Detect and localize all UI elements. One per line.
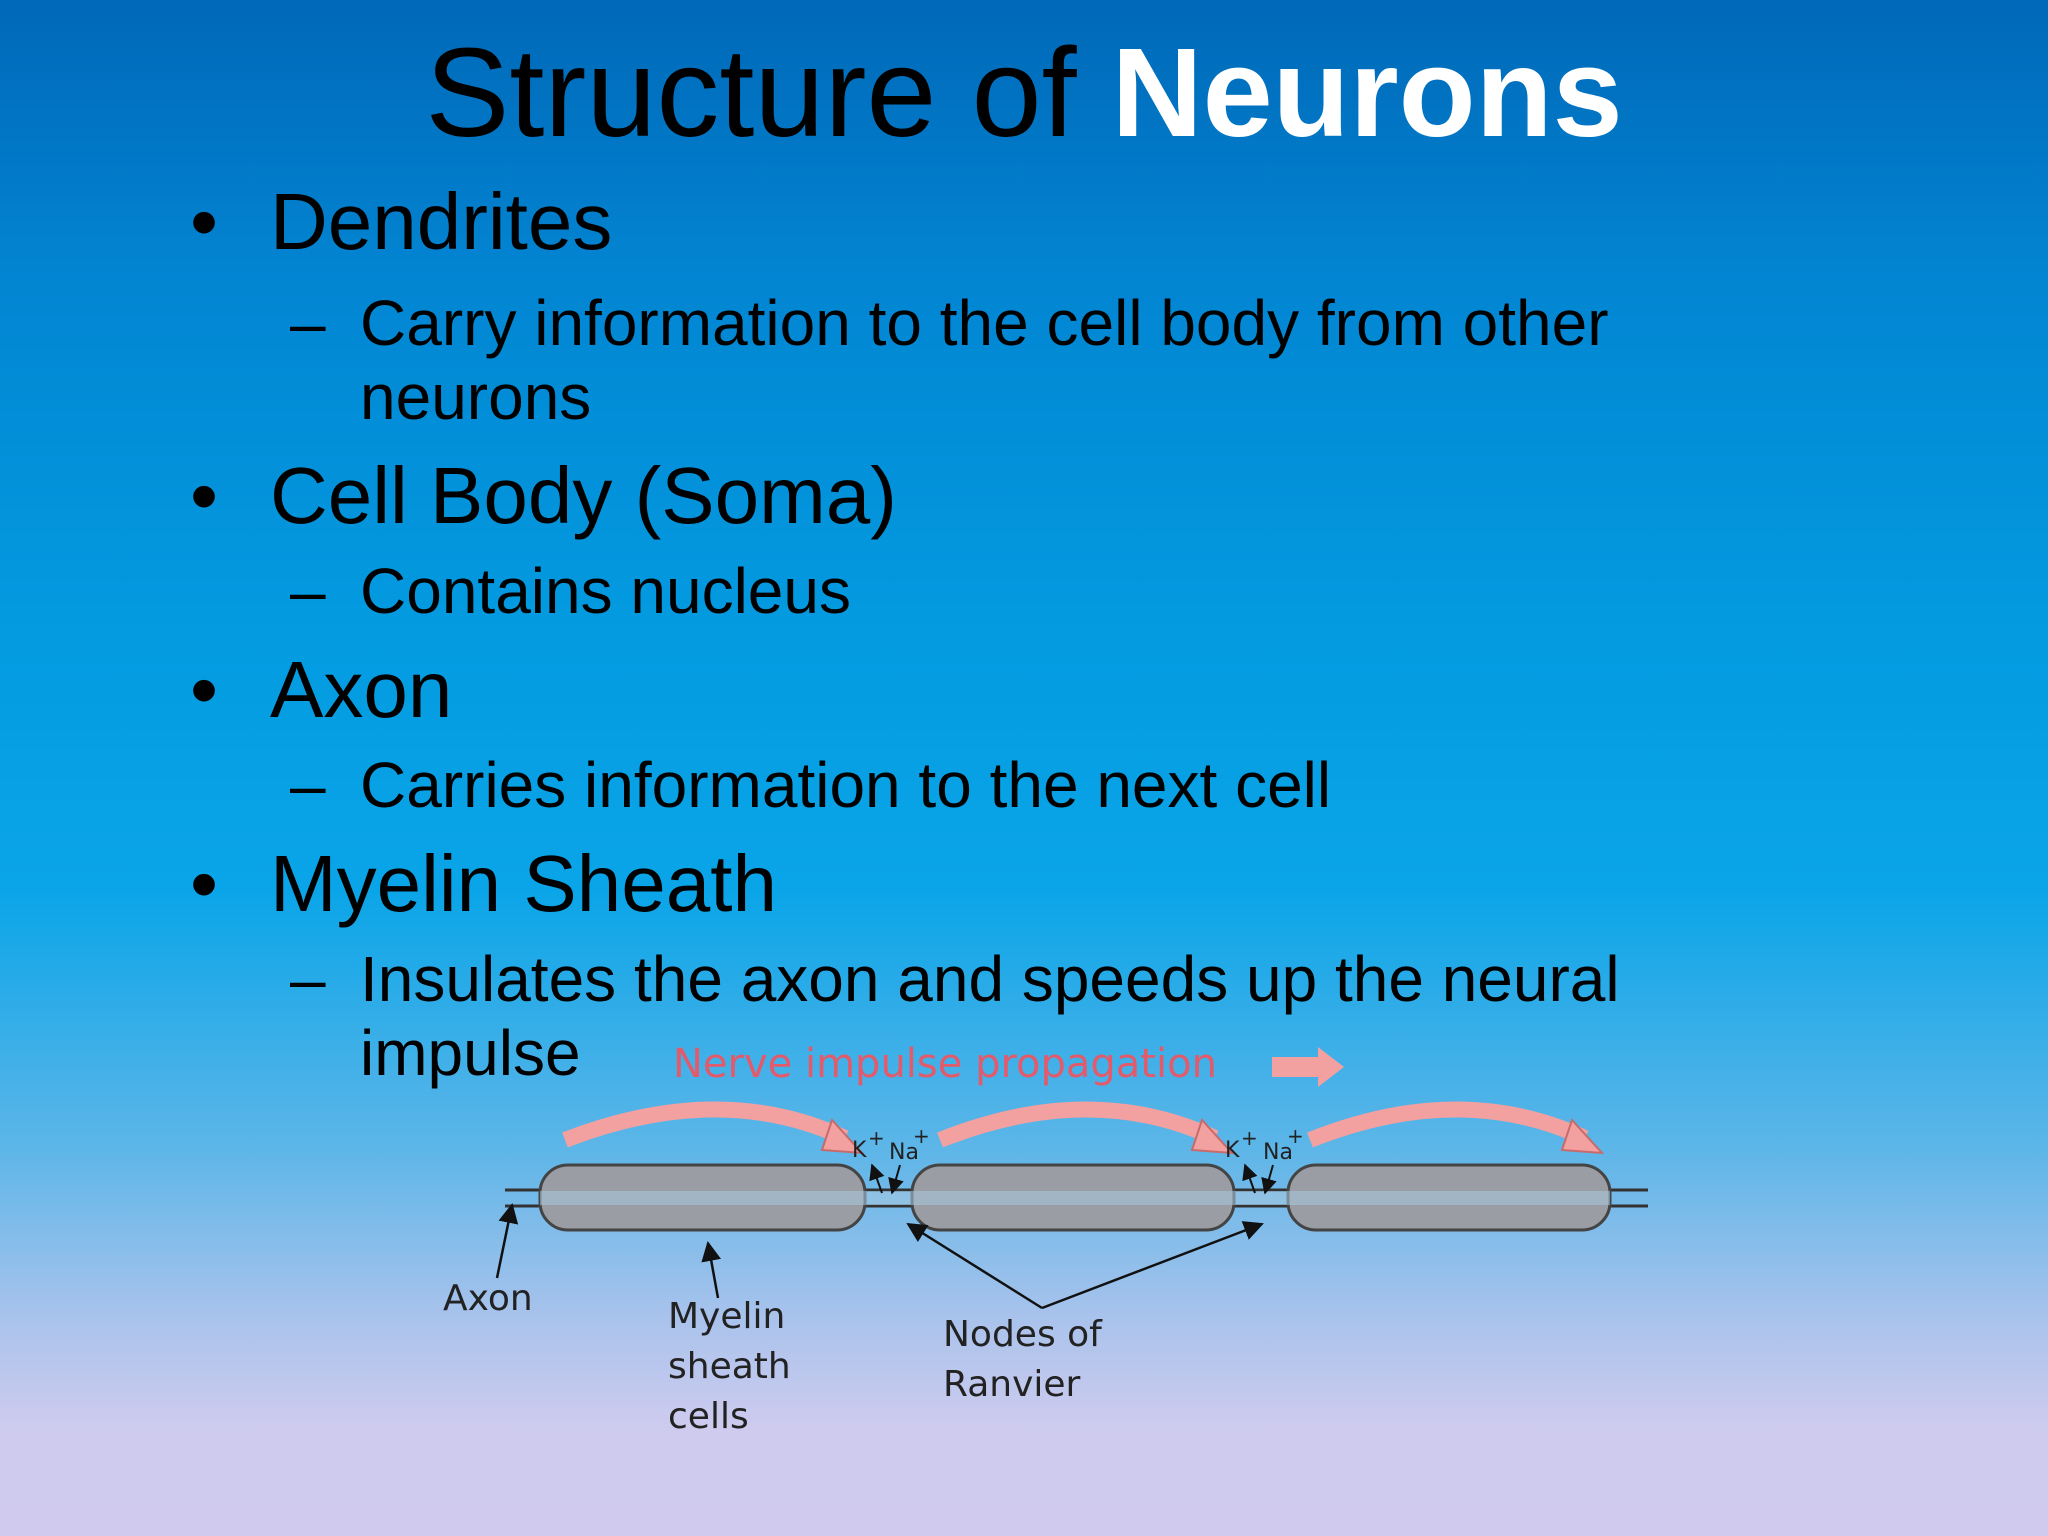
bullet-axon: Axon (190, 646, 1750, 735)
slide-title: Structure of Neurons (0, 22, 2048, 163)
sub-bullet-myelin-line2: impulse (360, 1017, 581, 1089)
nodes-label-line1: Nodes of (943, 1314, 1103, 1355)
ion-charge: + (1287, 1124, 1304, 1148)
node-pointer (1041, 1221, 1264, 1310)
axon-pointer (495, 1203, 519, 1279)
ion-na-label: Na (889, 1140, 919, 1165)
sub-bullet-myelin-sheath: Insulates the axon and speeds up the neu… (190, 942, 1750, 1090)
myelin-label-line2: sheath (668, 1346, 791, 1387)
bullet-myelin-sheath: Myelin Sheath (190, 840, 1750, 929)
title-accent: Neurons (1111, 22, 1623, 163)
title-prefix: Structure of (425, 22, 1112, 163)
bullet-dendrites: Dendrites (190, 178, 1750, 267)
impulse-arc (1307, 1101, 1589, 1148)
ion-k-label: K (852, 1138, 867, 1163)
ion-k-label: K (1225, 1138, 1240, 1163)
ion-arrow (869, 1163, 885, 1194)
sub-bullet-cell-body: Contains nucleus (190, 554, 1750, 628)
impulse-arc-head (820, 1118, 865, 1155)
ion-charge: + (1241, 1126, 1258, 1150)
ion-na-label: Na (1263, 1140, 1293, 1165)
axon-label: Axon (443, 1278, 533, 1319)
bullet-list: Dendrites Carry information to the cell … (190, 178, 1750, 1090)
sub-bullet-axon: Carries information to the next cell (190, 748, 1750, 822)
myelin-label-line1: Myelin (668, 1296, 785, 1337)
myelin-segment (538, 1163, 867, 1232)
impulse-arc (562, 1101, 849, 1148)
sub-bullet-dendrites: Carry information to the cell body from … (190, 286, 1750, 434)
myelin-pointer (701, 1241, 722, 1299)
sub-bullet-myelin-line1: Insulates the axon and speeds up the neu… (360, 943, 1620, 1015)
impulse-arc-head (1190, 1118, 1235, 1155)
nodes-label-line2: Ranvier (943, 1364, 1081, 1405)
ion-arrow (888, 1164, 904, 1195)
myelin-segment (910, 1163, 1236, 1232)
ion-arrow (1242, 1163, 1258, 1194)
myelin-segment (1286, 1163, 1612, 1232)
ion-charge: + (913, 1124, 930, 1148)
impulse-arc-head (1560, 1118, 1605, 1155)
ion-charge: + (868, 1126, 885, 1150)
bullet-cell-body: Cell Body (Soma) (190, 452, 1750, 541)
myelin-label-line3: cells (668, 1396, 749, 1437)
ion-arrow (1261, 1164, 1277, 1195)
node-pointer (906, 1222, 1043, 1310)
axon-core (540, 1191, 1610, 1205)
impulse-arc (937, 1101, 1219, 1148)
